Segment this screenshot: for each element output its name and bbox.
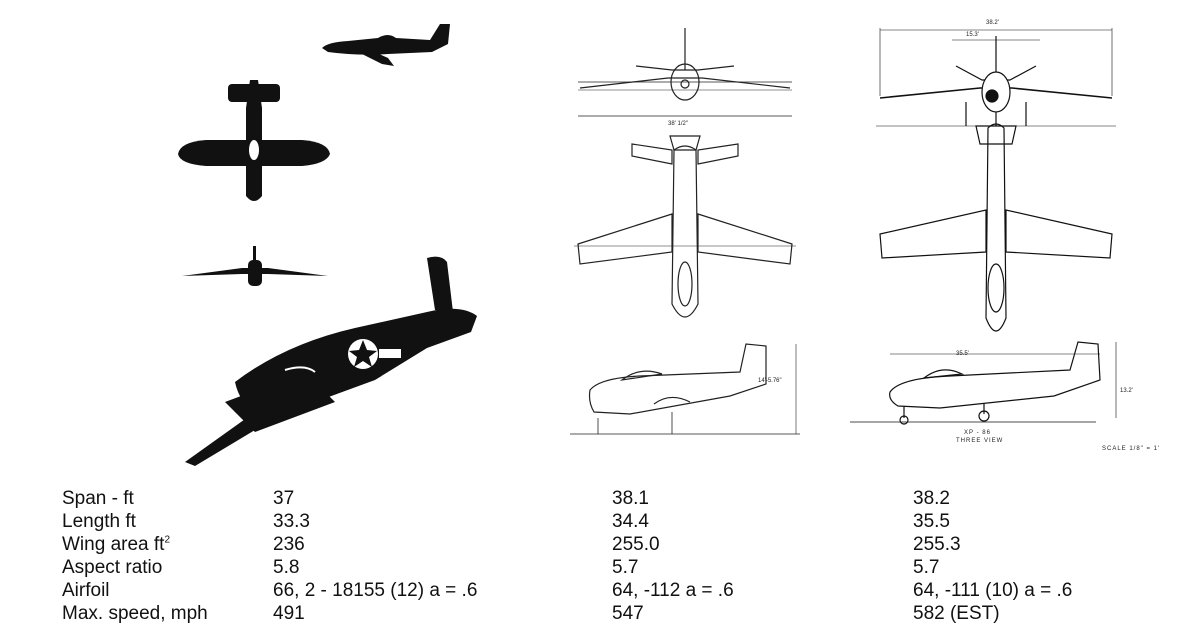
spec-label: Max. speed, mph — [62, 602, 273, 625]
spec-label: Wing area ft2 — [62, 533, 273, 556]
spec-value-3: 35.5 — [913, 511, 950, 532]
center-front-view — [572, 26, 798, 120]
spec-label-text: Max. speed, mph — [62, 603, 208, 624]
spec-value-2: 64, -112 a = .6 — [612, 580, 734, 601]
spec-row: Length ft 33.3 34.4 35.5 — [62, 510, 1113, 533]
spec-label: Length ft — [62, 510, 273, 533]
spec-value-2: 547 — [612, 603, 644, 624]
spec-label-text: Aspect ratio — [62, 557, 163, 578]
spec-label-text: Span - ft — [62, 488, 134, 509]
spec-row: Max. speed, mph 491 547 582 (EST) — [62, 602, 1113, 625]
spec-value-1: 5.8 — [273, 557, 300, 578]
spec-value-3: 255.3 — [913, 534, 961, 555]
p51-front-silhouette — [180, 244, 330, 290]
right-top-view — [876, 118, 1116, 344]
spec-value-1: 37 — [273, 488, 295, 509]
center-top-view — [572, 134, 798, 330]
spec-label-superscript: 2 — [164, 534, 170, 546]
p51-side-silhouette — [318, 18, 458, 70]
spec-value-2: 34.4 — [612, 511, 649, 532]
right-drawing-subtitle: THREE VIEW — [956, 438, 1004, 444]
spec-label-text: Wing area ft — [62, 534, 165, 555]
right-front-view — [876, 26, 1116, 130]
right-length-dim: 35.5' — [956, 351, 969, 357]
right-side-view — [850, 338, 1130, 430]
spec-value-3: 582 (EST) — [913, 603, 1000, 624]
spec-value-2: 38.1 — [612, 488, 649, 509]
spec-label: Span - ft — [62, 487, 273, 510]
right-span-dim: 38.2' — [986, 20, 999, 26]
spec-value-2: 5.7 — [612, 557, 639, 578]
spec-value-1: 66, 2 - 18155 (12) a = .6 — [273, 580, 478, 601]
spec-value-1: 491 — [273, 603, 305, 624]
spec-label: Airfoil — [62, 579, 273, 602]
scale-note: SCALE 1/8" = 1' — [1102, 446, 1161, 452]
spec-value-1: 236 — [273, 534, 305, 555]
spec-value-1: 33.3 — [273, 511, 310, 532]
center-side-view — [570, 340, 810, 440]
spec-row: Airfoil 66, 2 - 18155 (12) a = .6 64, -112… — [62, 579, 1113, 602]
spec-label-text: Airfoil — [62, 580, 110, 601]
p51-top-silhouette — [176, 78, 332, 208]
spec-value-3: 5.7 — [913, 557, 940, 578]
spec-label: Aspect ratio — [62, 556, 273, 579]
spec-row: Aspect ratio 5.8 5.7 5.7 — [62, 556, 1113, 579]
right-height-dim: 13.2' — [1120, 388, 1133, 394]
spec-label-text: Length ft — [62, 511, 136, 532]
center-height-dim: 14'-5.76" — [758, 378, 782, 384]
right-drawing-title: XP - 86 — [964, 430, 991, 436]
p51-photo-silhouette — [165, 252, 485, 472]
spec-value-3: 38.2 — [913, 488, 950, 509]
spec-value-3: 64, -111 (10) a = .6 — [913, 580, 1073, 601]
spec-row: Span - ft 37 38.1 38.2 — [62, 487, 1113, 510]
right-tail-dim: 15.3' — [966, 32, 979, 38]
center-span-dim: 38' 1/2" — [668, 121, 688, 127]
spec-value-2: 255.0 — [612, 534, 660, 555]
